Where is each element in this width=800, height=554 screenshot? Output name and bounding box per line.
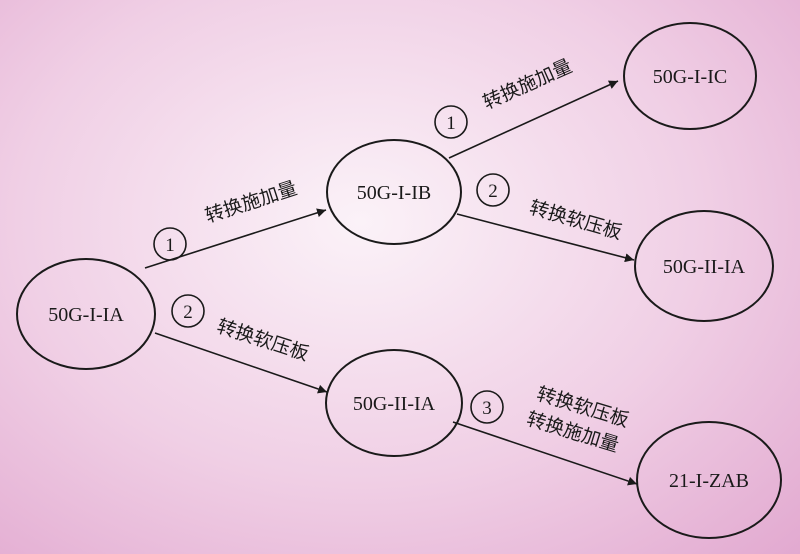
node-ellipse <box>636 421 782 539</box>
edge-n3-n6: 3 转换软压板 转换施加量 <box>452 383 638 486</box>
step-badge <box>476 173 510 207</box>
node-ellipse <box>325 349 463 457</box>
edge-label-line-1: 转换施加量 <box>480 55 576 114</box>
step-badge <box>434 105 468 139</box>
node-ellipse <box>326 139 462 245</box>
node-50g-i-ia: 50G-I-IA <box>16 258 156 370</box>
step-number: 3 <box>482 398 492 419</box>
step-badge <box>153 227 187 261</box>
edge-label-line-1: 转换施加量 <box>203 177 300 227</box>
node-label: 50G-I-IB <box>357 182 431 204</box>
step-number: 2 <box>183 302 193 323</box>
node-label: 50G-I-IA <box>48 304 124 326</box>
arrow-line <box>456 213 635 263</box>
arrow-line <box>448 80 619 159</box>
step-number: 1 <box>446 113 456 134</box>
step-badge <box>470 390 504 424</box>
node-50g-i-ic: 50G-I-IC <box>623 22 757 130</box>
node-21-i-zab: 21-I-ZAB <box>636 421 782 539</box>
node-50g-ii-ia-right: 50G-II-IA <box>634 210 774 322</box>
edge-n2-n4: 1 转换施加量 <box>434 55 619 159</box>
step-number: 1 <box>165 235 175 256</box>
node-label: 50G-II-IA <box>663 256 746 278</box>
node-50g-ii-ia-middle: 50G-II-IA <box>325 349 463 457</box>
node-ellipse <box>16 258 156 370</box>
arrow-line <box>154 332 328 394</box>
node-label: 50G-II-IA <box>353 393 436 415</box>
edge-n2-n5: 2 转换软压板 <box>456 173 635 263</box>
step-badge <box>171 294 205 328</box>
node-label: 21-I-ZAB <box>669 470 749 492</box>
arrow-line <box>144 208 327 269</box>
node-label: 50G-I-IC <box>653 66 727 88</box>
node-50g-i-ib: 50G-I-IB <box>326 139 462 245</box>
step-number: 2 <box>488 181 498 202</box>
arrow-line <box>452 421 638 486</box>
node-ellipse <box>623 22 757 130</box>
node-ellipse <box>634 210 774 322</box>
edge-n1-n3: 2 转换软压板 <box>154 294 328 394</box>
edge-n1-n2: 1 转换施加量 <box>144 177 327 269</box>
